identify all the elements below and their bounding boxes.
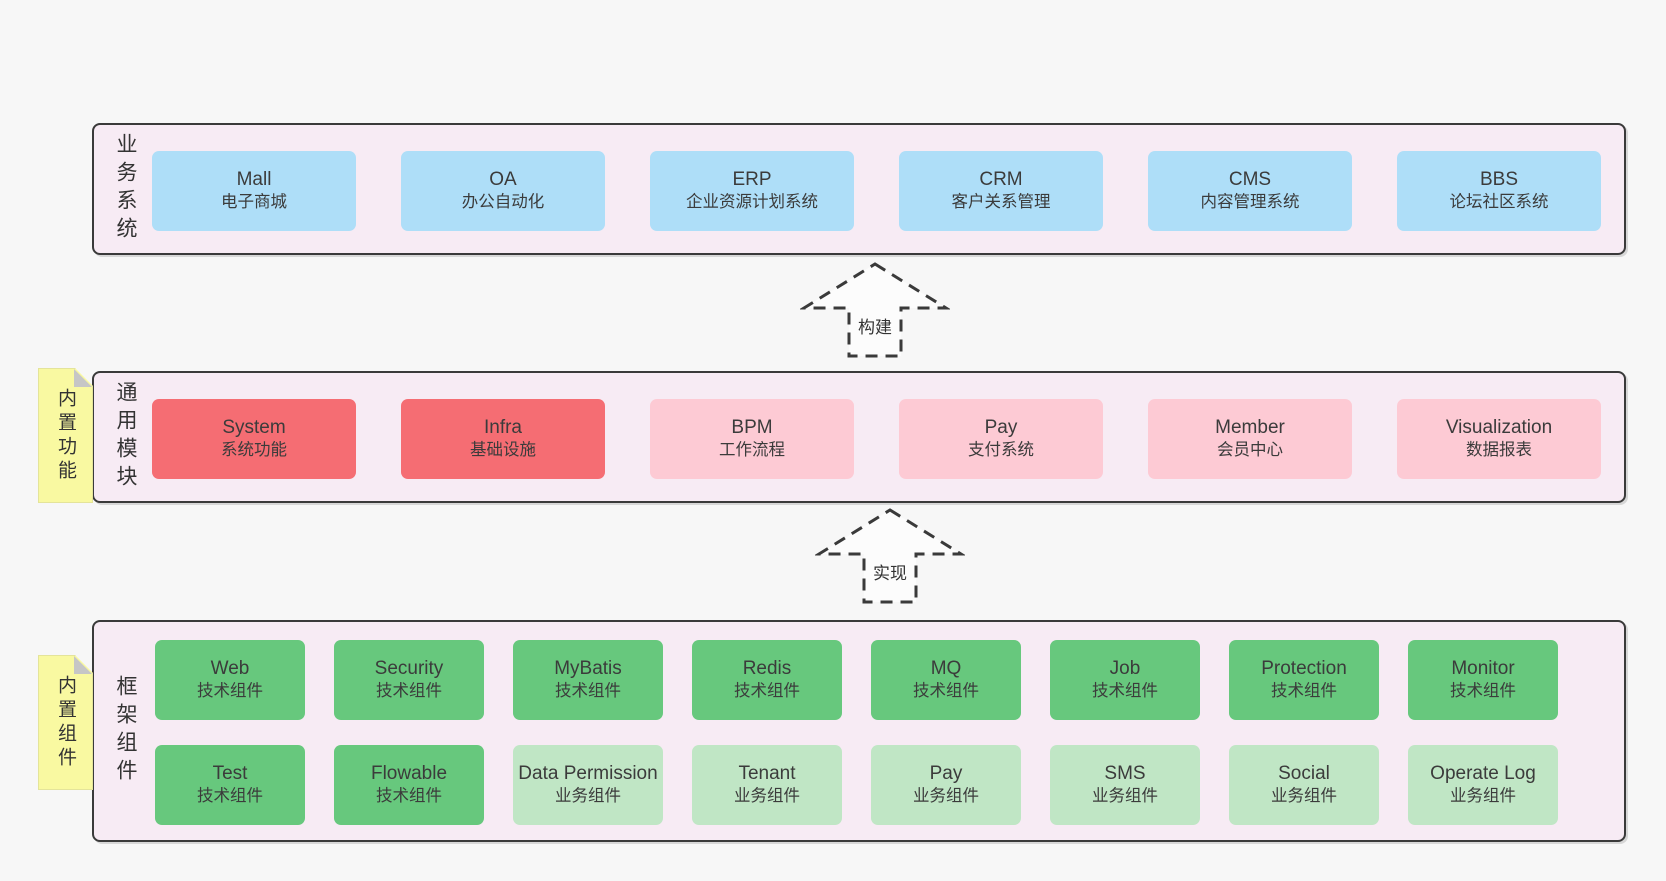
box-visualization: Visualization 数据报表 — [1397, 399, 1601, 479]
box-mq: MQ 技术组件 — [871, 640, 1021, 720]
dashed-up-arrow-icon — [815, 508, 965, 604]
box-monitor: Monitor 技术组件 — [1408, 640, 1558, 720]
folded-corner-icon — [74, 369, 92, 387]
box-job: Job 技术组件 — [1050, 640, 1200, 720]
box-test: Test 技术组件 — [155, 745, 305, 825]
folded-corner-icon — [74, 656, 92, 674]
box-system: System 系统功能 — [152, 399, 356, 479]
modules-boxes-row: System 系统功能 Infra 基础设施 BPM 工作流程 Pay 支付系统… — [152, 399, 1601, 479]
layer-label-modules: 通用模块 — [114, 381, 137, 493]
box-infra: Infra 基础设施 — [401, 399, 605, 479]
arrow-build: 构建 — [800, 260, 950, 360]
business-boxes-row: Mall 电子商城 OA 办公自动化 ERP 企业资源计划系统 CRM 客户关系… — [152, 151, 1601, 231]
box-cms: CMS 内容管理系统 — [1148, 151, 1352, 231]
note-built-in-components: 内置组件 — [38, 655, 93, 790]
box-redis: Redis 技术组件 — [692, 640, 842, 720]
box-pay-system: Pay 支付系统 — [899, 399, 1103, 479]
box-crm: CRM 客户关系管理 — [899, 151, 1103, 231]
box-tenant: Tenant 业务组件 — [692, 745, 842, 825]
box-erp: ERP 企业资源计划系统 — [650, 151, 854, 231]
note-built-in-features: 内置功能 — [38, 368, 93, 503]
arrow-build-label: 构建 — [855, 313, 895, 338]
box-operate-log: Operate Log 业务组件 — [1408, 745, 1558, 825]
arrow-implement: 实现 — [815, 506, 965, 606]
box-protection: Protection 技术组件 — [1229, 640, 1379, 720]
arrow-implement-label: 实现 — [870, 559, 910, 584]
box-bpm: BPM 工作流程 — [650, 399, 854, 479]
box-bbs: BBS 论坛社区系统 — [1397, 151, 1601, 231]
layer-label-business: 业务系统 — [114, 133, 137, 245]
layer-label-components: 框架组件 — [114, 675, 137, 787]
components-row-2: Test 技术组件 Flowable 技术组件 Data Permission … — [155, 745, 1558, 825]
box-oa: OA 办公自动化 — [401, 151, 605, 231]
dashed-up-arrow-icon — [800, 262, 950, 358]
box-mybatis: MyBatis 技术组件 — [513, 640, 663, 720]
layer-framework-components: 框架组件 Web 技术组件 Security 技术组件 MyBatis 技术组件… — [92, 620, 1626, 842]
box-member: Member 会员中心 — [1148, 399, 1352, 479]
box-flowable: Flowable 技术组件 — [334, 745, 484, 825]
box-data-permission: Data Permission 业务组件 — [513, 745, 663, 825]
box-social: Social 业务组件 — [1229, 745, 1379, 825]
box-security: Security 技术组件 — [334, 640, 484, 720]
box-web: Web 技术组件 — [155, 640, 305, 720]
box-mall: Mall 电子商城 — [152, 151, 356, 231]
box-sms: SMS 业务组件 — [1050, 745, 1200, 825]
layer-common-modules: 通用模块 System 系统功能 Infra 基础设施 BPM 工作流程 Pay… — [92, 371, 1626, 503]
layer-business-systems: 业务系统 Mall 电子商城 OA 办公自动化 ERP 企业资源计划系统 CRM… — [92, 123, 1626, 255]
box-pay-component: Pay 业务组件 — [871, 745, 1021, 825]
components-row-1: Web 技术组件 Security 技术组件 MyBatis 技术组件 Redi… — [155, 640, 1558, 720]
